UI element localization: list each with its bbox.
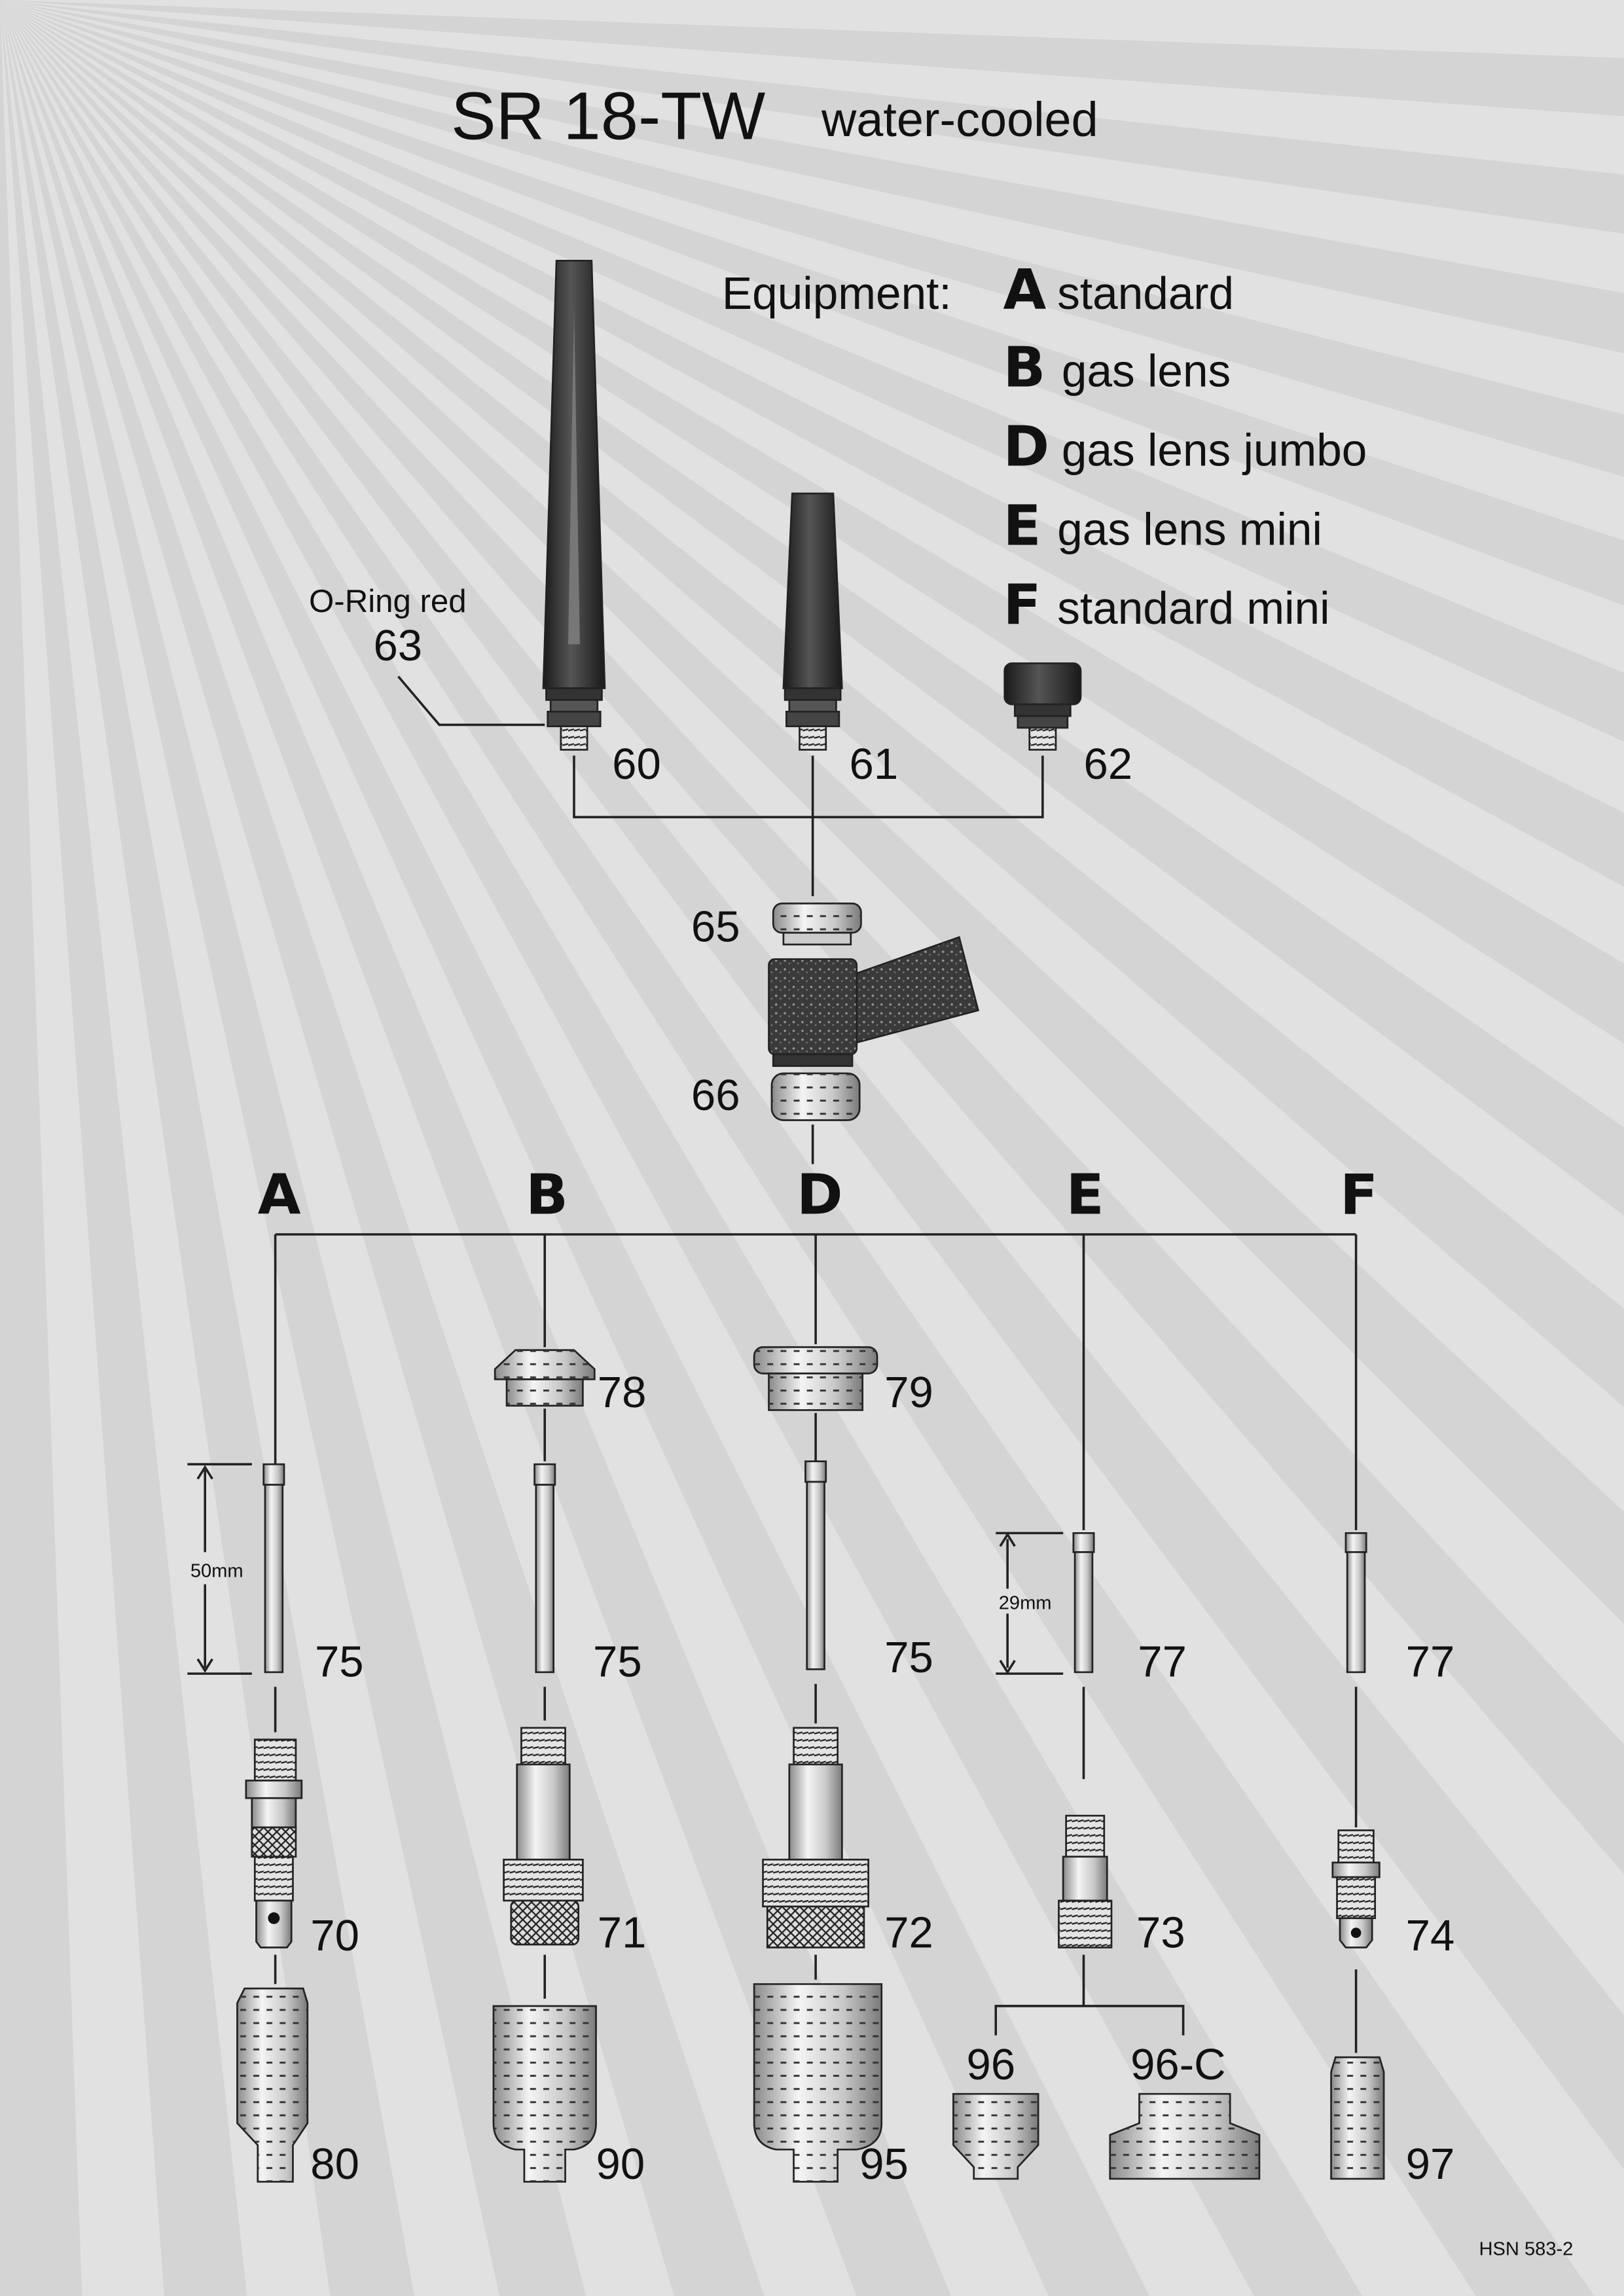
column-letter-e: E xyxy=(1066,1163,1104,1228)
collet-body-70 xyxy=(245,1738,303,1948)
legend-code: D xyxy=(1003,414,1049,479)
collet-b xyxy=(533,1463,556,1674)
legend-code: A xyxy=(1003,258,1046,323)
collet-body-71 xyxy=(503,1727,584,1946)
collet-d xyxy=(804,1460,827,1670)
dimension-label: 29mm xyxy=(999,1593,1052,1614)
background-ray xyxy=(0,0,1624,541)
extra-connector-lines xyxy=(543,1408,817,1462)
column-letter-b: B xyxy=(526,1163,568,1228)
back-cap-61 xyxy=(782,492,843,751)
collet-a xyxy=(262,1463,285,1674)
legend-name: gas lens mini xyxy=(1057,503,1322,554)
legend-code: B xyxy=(1003,336,1045,401)
legend-code: E xyxy=(1003,493,1041,558)
column-letter-f: F xyxy=(1340,1163,1378,1228)
part-number-66: 66 xyxy=(691,1071,740,1120)
gas-lens-79 xyxy=(753,1346,878,1411)
part-number-97: 97 xyxy=(1406,2140,1455,2189)
gas-lens-78 xyxy=(494,1349,596,1407)
nozzle-95 xyxy=(753,1983,883,2183)
part-number-95: 95 xyxy=(859,2140,909,2189)
collet-f xyxy=(1344,1532,1367,1674)
oring-number: 63 xyxy=(373,621,422,670)
part-number-77-e: 77 xyxy=(1138,1638,1187,1687)
legend-name: standard xyxy=(1057,268,1234,319)
nozzle-97 xyxy=(1330,2056,1385,2180)
equipment-label: Equipment: xyxy=(722,268,952,319)
title-model: SR 18-TW xyxy=(451,79,765,154)
part-number-61: 61 xyxy=(850,740,899,789)
part-number-77-f: 77 xyxy=(1406,1638,1455,1687)
background-ray xyxy=(0,0,1624,175)
part-number-75-d: 75 xyxy=(884,1633,933,1682)
column-letter-a: A xyxy=(258,1163,301,1228)
legend-code: F xyxy=(1003,573,1041,637)
legend-name: gas lens jumbo xyxy=(1062,424,1367,475)
part-number-96-c: 96-C xyxy=(1130,2040,1225,2089)
part-number-80: 80 xyxy=(310,2140,359,2189)
background-ray xyxy=(0,0,1624,58)
oring-leader-line xyxy=(397,675,545,726)
column-letter-d: D xyxy=(797,1163,843,1228)
part-number-72: 72 xyxy=(884,1908,933,1957)
oring-label: O-Ring red xyxy=(309,583,467,619)
torch-head xyxy=(768,903,980,1121)
part-number-90: 90 xyxy=(596,2140,645,2189)
legend-name: standard mini xyxy=(1057,583,1329,634)
dimension-label: 50mm xyxy=(190,1560,244,1581)
nozzle-96 xyxy=(952,2092,1039,2180)
part-number-96: 96 xyxy=(967,2040,1016,2089)
collet-e xyxy=(1072,1532,1095,1674)
part-number-73: 73 xyxy=(1136,1908,1185,1957)
background-ray xyxy=(0,0,1624,673)
part-number-71: 71 xyxy=(598,1908,647,1957)
nozzle-80 xyxy=(236,1987,309,2183)
part-number-74: 74 xyxy=(1406,1911,1455,1960)
title-subtitle: water-cooled xyxy=(821,92,1098,147)
collet-body-74 xyxy=(1331,1829,1380,1948)
back-cap-connector-lines xyxy=(573,755,1044,897)
collet-body-lines xyxy=(274,1683,1358,1828)
part-number-75-a: 75 xyxy=(315,1638,364,1687)
part-number-60: 60 xyxy=(612,740,661,789)
background-ray xyxy=(0,0,1624,415)
back-cap-60 xyxy=(542,259,606,751)
legend-name: gas lens xyxy=(1062,346,1231,397)
background-ray xyxy=(0,0,1624,813)
back-cap-62 xyxy=(1003,662,1082,751)
document-code: HSN 583-2 xyxy=(1479,2238,1574,2259)
part-number-62: 62 xyxy=(1083,740,1132,789)
dimension-50mm: 50mm xyxy=(187,1463,252,1675)
part-number-65: 65 xyxy=(691,903,740,952)
dimension-29mm: 29mm xyxy=(996,1532,1064,1675)
column-distribution-lines xyxy=(274,1233,1358,1530)
collet-body-73 xyxy=(1058,1814,1113,1948)
nozzle-connector-lines xyxy=(274,1954,1358,2053)
collet-body-72 xyxy=(762,1727,869,1948)
nozzle-96-c xyxy=(1109,2092,1261,2180)
part-number-79: 79 xyxy=(884,1368,933,1417)
nozzle-90 xyxy=(492,2005,597,2183)
part-number-78: 78 xyxy=(598,1368,647,1417)
part-number-70: 70 xyxy=(310,1911,359,1960)
background-ray xyxy=(0,0,1624,964)
part-number-75-b: 75 xyxy=(593,1638,642,1687)
